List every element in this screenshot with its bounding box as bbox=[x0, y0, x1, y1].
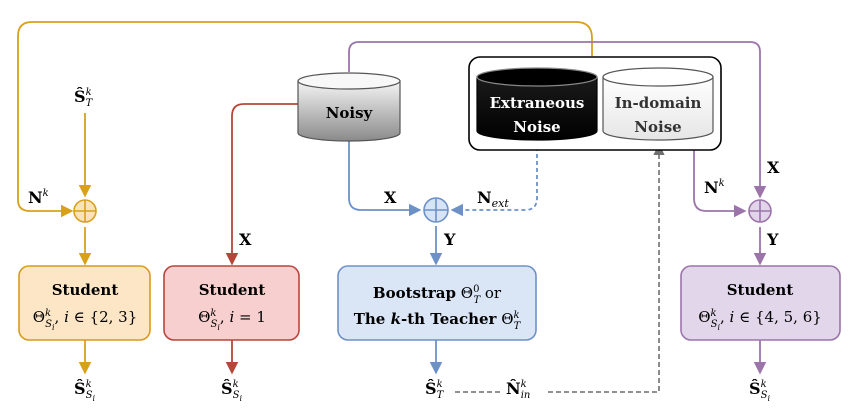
noisy-label: Noisy bbox=[326, 104, 374, 122]
purple-connectors bbox=[348, 41, 767, 375]
sum-node-orange bbox=[73, 199, 97, 223]
indomain-label-line1: In-domain bbox=[615, 94, 702, 112]
student-orange-title: Student bbox=[52, 281, 119, 299]
extraneous-label-line2: Noise bbox=[513, 118, 560, 136]
label-x-red: X bbox=[239, 230, 252, 249]
purple-top-loop bbox=[348, 41, 767, 199]
noisy-cylinder: Noisy bbox=[297, 72, 401, 142]
orange-top-loop bbox=[17, 21, 593, 218]
indomain-label-line2: Noise bbox=[634, 118, 681, 136]
blue-connectors bbox=[348, 140, 538, 375]
blue-ext-to-sum bbox=[450, 140, 538, 217]
sum-node-purple bbox=[748, 199, 772, 223]
extraneous-label-line1: Extraneous bbox=[490, 94, 585, 112]
sum-node-blue bbox=[423, 197, 449, 223]
extraneous-noise-cylinder: Extraneous Noise bbox=[476, 67, 598, 141]
red-connectors bbox=[225, 103, 298, 375]
red-noisy-to-student bbox=[225, 103, 298, 266]
orange-connectors bbox=[17, 21, 593, 375]
label-x-blue: X bbox=[384, 188, 397, 207]
gray-dashed-loop bbox=[455, 146, 659, 393]
label-y-purple: Y bbox=[766, 230, 779, 249]
indomain-cylinder-top bbox=[602, 67, 714, 87]
extraneous-cylinder-body bbox=[476, 76, 598, 141]
purple-indomain-to-sum bbox=[693, 148, 747, 218]
label-y-blue: Y bbox=[443, 230, 456, 249]
indomain-noise-cylinder: In-domain Noise bbox=[602, 67, 714, 141]
label-n-k-right: Nk bbox=[704, 178, 725, 197]
indomain-cylinder-body bbox=[602, 76, 714, 141]
label-n-k-left: Nk bbox=[28, 188, 49, 207]
noisy-cylinder-body bbox=[297, 80, 401, 142]
blue-noisy-to-sum bbox=[348, 140, 422, 217]
label-n-ext: Next bbox=[477, 188, 509, 210]
student-purple-title: Student bbox=[727, 281, 794, 299]
noisy-cylinder-top bbox=[297, 72, 401, 90]
student-red-title: Student bbox=[199, 281, 266, 299]
label-x-purple: X bbox=[767, 158, 780, 177]
extraneous-cylinder-top bbox=[476, 67, 598, 87]
